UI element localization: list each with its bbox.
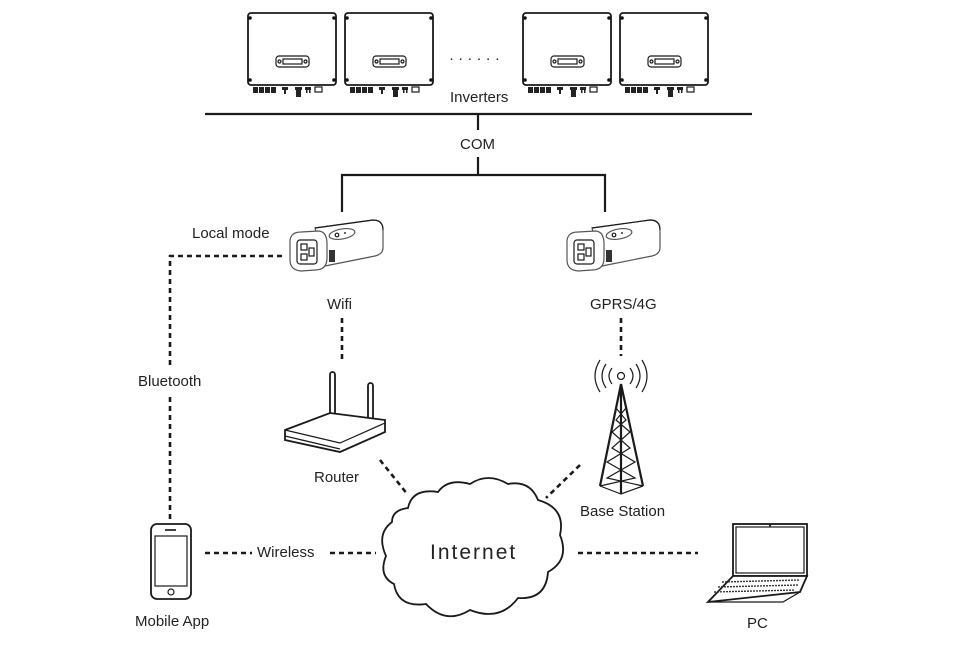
gprs-label: GPRS/4G	[590, 296, 657, 313]
local-mode-label: Local mode	[192, 225, 270, 242]
wifi-label: Wifi	[327, 296, 352, 313]
base-internet-dashed-line	[545, 464, 581, 499]
inverters-label: Inverters	[450, 89, 508, 106]
inverter-3	[522, 12, 612, 98]
local-mode-dashed-line	[168, 254, 282, 366]
base-station-label: Base Station	[580, 503, 665, 520]
inverters-ellipsis: · · · · · ·	[449, 50, 500, 67]
router-internet-dashed-line	[378, 459, 410, 496]
wifi-dongle-icon	[289, 219, 384, 272]
com-label: COM	[460, 136, 495, 153]
gprs-dongle-icon	[566, 219, 661, 272]
bluetooth-label: Bluetooth	[138, 373, 201, 390]
mobile-app-label: Mobile App	[135, 613, 209, 630]
router-icon	[284, 371, 386, 453]
internet-cloud-icon	[381, 477, 564, 618]
wireless-label: Wireless	[257, 544, 315, 561]
com-split-line	[340, 173, 607, 212]
internet-label: Internet	[430, 541, 517, 564]
mobile-phone-icon	[150, 523, 192, 600]
base-station-icon	[594, 359, 648, 495]
inverter-4	[619, 12, 709, 98]
router-label: Router	[314, 469, 359, 486]
inverter-2	[344, 12, 434, 98]
inverter-1	[247, 12, 337, 98]
pc-label: PC	[747, 615, 768, 632]
laptop-icon	[705, 523, 809, 604]
